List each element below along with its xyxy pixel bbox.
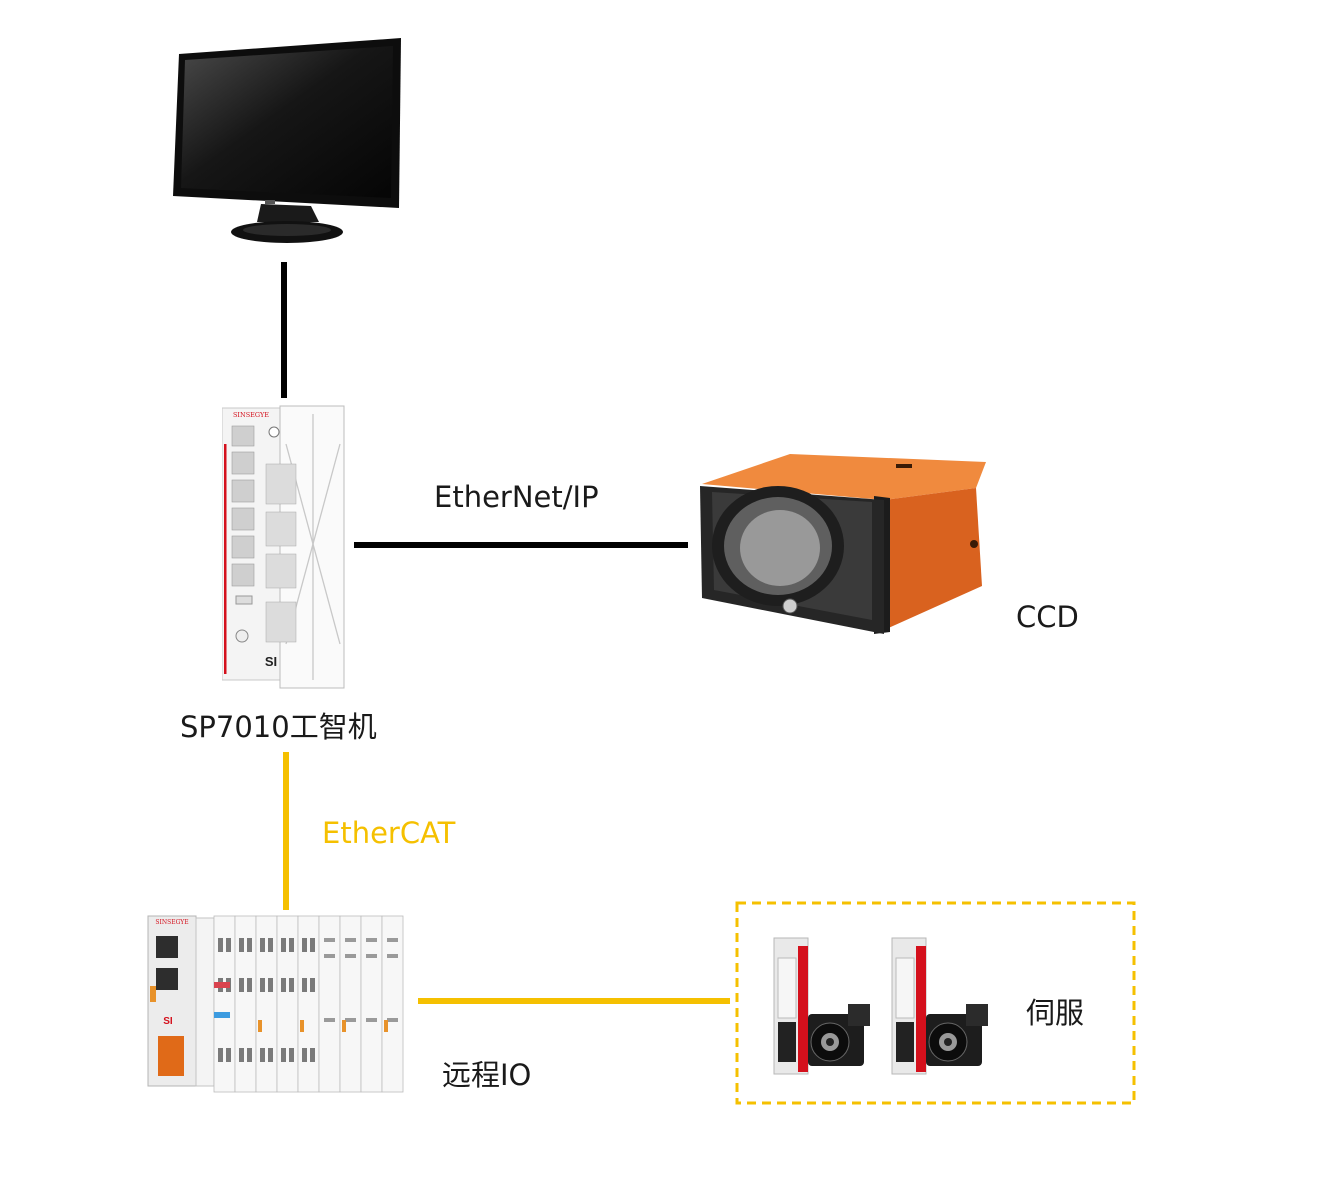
ethercat-label: EtherCAT [322,816,456,850]
ethernet-ip-label: EtherNet/IP [434,480,599,514]
svg-text:SINSEGYE: SINSEGYE [155,919,188,926]
servo-label: 伺服 [1026,996,1085,1030]
controller-image: SINSEGYE SI [222,405,345,689]
servo-drive-2-image [891,937,988,1075]
remote-io-label: 远程IO [442,1058,532,1092]
svg-text:SI: SI [163,1016,173,1027]
svg-text:SINSEGYE: SINSEGYE [233,411,269,419]
servo-drive-1-image [773,937,870,1075]
ccd-label: CCD [1016,600,1079,634]
monitor-image [173,38,401,243]
svg-text:SI: SI [265,654,277,669]
servo-group-frame [735,901,1136,1105]
remote-io-image: SINSEGYE SI [147,915,404,1093]
controller-label: SP7010工智机 [180,710,377,744]
ccd-camera-image [700,454,986,634]
